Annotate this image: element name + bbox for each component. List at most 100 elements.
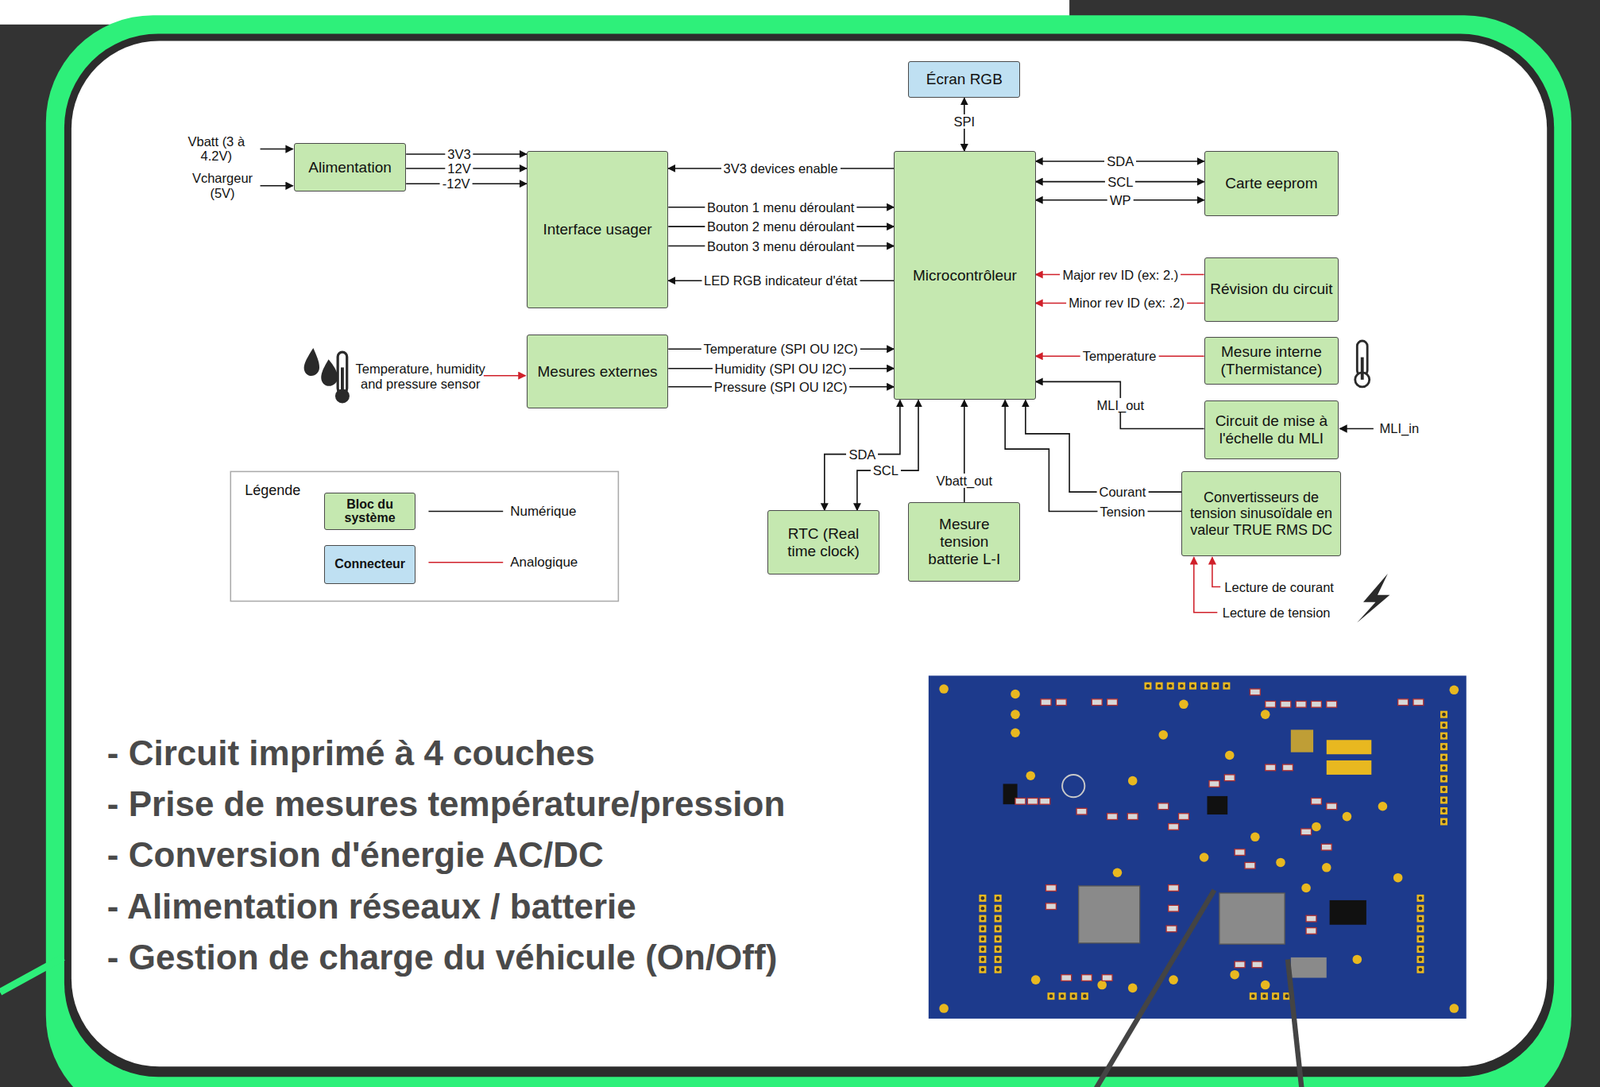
- via: [1321, 862, 1332, 873]
- signal-label: SDA: [1104, 154, 1137, 169]
- node-label: Convertisseurs de tension sinusoïdale en…: [1186, 489, 1335, 539]
- via: [1010, 727, 1021, 738]
- via: [939, 1003, 949, 1013]
- via: [1449, 685, 1460, 696]
- system-block: RTC (Real time clock): [767, 510, 880, 575]
- header-pin: [1440, 753, 1448, 762]
- smd-part: [1283, 764, 1294, 771]
- signal-label: 12V: [444, 161, 473, 176]
- pad: [1326, 760, 1372, 775]
- header-pin: [994, 924, 1002, 932]
- pin-hole: [996, 916, 1001, 921]
- node-label: Mesure interne (Thermistance): [1209, 343, 1334, 379]
- node-label: Révision du circuit: [1209, 280, 1333, 298]
- input-label: MLI_in: [1379, 421, 1420, 437]
- pin-hole: [1441, 744, 1446, 749]
- bullet-text: - Gestion de charge du véhicule (On/Off): [107, 937, 777, 978]
- legend-text: Analogique: [510, 554, 578, 571]
- leader-line: [1093, 889, 1215, 1087]
- signal-label: Minor rev ID (ex: .2): [1066, 295, 1187, 310]
- via: [1352, 954, 1363, 965]
- legend-line-sample: [428, 510, 503, 513]
- via: [1199, 852, 1210, 862]
- header-pin: [1440, 818, 1448, 826]
- pin-hole: [1168, 684, 1173, 688]
- input-label: Lecture de courant: [1224, 579, 1334, 595]
- smd-part: [1306, 915, 1317, 922]
- accent-line: [0, 957, 64, 993]
- smd-part: [1107, 699, 1118, 706]
- header-pin: [1249, 992, 1257, 1000]
- header-pin: [994, 945, 1002, 953]
- pin-hole: [1441, 808, 1446, 813]
- pin-hole: [981, 927, 986, 932]
- smd-part: [1091, 699, 1102, 706]
- smd-part: [1158, 803, 1169, 810]
- pin-hole: [996, 957, 1001, 962]
- legend-swatch: Bloc du système: [324, 492, 415, 530]
- pin-hole: [1418, 946, 1423, 951]
- pin-hole: [981, 936, 986, 941]
- header-pin: [978, 935, 986, 943]
- input-arrow: [260, 185, 294, 187]
- system-block: Mesure tension batterie L-I: [908, 502, 1021, 582]
- header-pin: [1416, 915, 1424, 923]
- pin-hole: [1441, 755, 1446, 760]
- header-pin: [1440, 796, 1448, 804]
- pin-hole: [1179, 684, 1184, 688]
- chip: [1078, 885, 1141, 943]
- smd-part: [1265, 764, 1276, 771]
- pin-hole: [981, 957, 986, 962]
- header-pin: [994, 966, 1002, 974]
- smd-part: [1224, 774, 1235, 781]
- voltage-arrow: [1194, 556, 1218, 612]
- node-label: Écran RGB: [926, 70, 1003, 89]
- pin-hole: [981, 946, 986, 951]
- via: [1301, 883, 1311, 893]
- system-block: Interface usager: [526, 150, 669, 309]
- via: [1128, 983, 1138, 994]
- smd-part: [1326, 700, 1338, 708]
- current-arrow: [1212, 556, 1221, 587]
- via: [1449, 1003, 1460, 1013]
- system-block: Convertisseurs de tension sinusoïdale en…: [1181, 471, 1341, 557]
- via: [1113, 867, 1123, 878]
- via: [1010, 689, 1021, 700]
- thermometer-level: [340, 367, 344, 394]
- signal-label: Temperature: [1080, 348, 1160, 364]
- header-pin: [978, 915, 986, 923]
- pin-hole: [981, 916, 986, 921]
- legend-frame: [230, 471, 619, 601]
- signal-label: SCL: [1105, 174, 1136, 190]
- smd-part: [1295, 700, 1307, 708]
- droplet-icon: [304, 347, 320, 376]
- system-block: Mesures externes: [526, 334, 669, 408]
- header-pin: [994, 915, 1002, 923]
- header-pin: [1416, 924, 1424, 932]
- signal-label: Bouton 3 menu déroulant: [704, 238, 857, 253]
- pin-hole: [1418, 936, 1423, 941]
- header-pin: [1189, 682, 1197, 690]
- smd-part: [1015, 797, 1026, 804]
- digital-connector: [1004, 399, 1182, 511]
- header-pin: [978, 945, 986, 953]
- legend-text: Bloc du système: [328, 497, 411, 526]
- pin-hole: [1284, 993, 1289, 998]
- signal-label: Vbatt_out: [933, 473, 995, 488]
- via: [1260, 709, 1271, 719]
- pin-hole: [1441, 712, 1446, 717]
- system-block: Circuit de mise à l'échelle du MLI: [1204, 400, 1340, 460]
- header-pin: [1440, 764, 1448, 772]
- legend-title: Légende: [244, 481, 301, 499]
- connector-box: Écran RGB: [908, 61, 1021, 98]
- via: [1128, 776, 1138, 786]
- crystal: [1290, 957, 1327, 978]
- via: [1026, 770, 1036, 781]
- pcb-illustration: [928, 675, 1467, 1019]
- signal-label: Tension: [1097, 503, 1148, 518]
- pin-hole: [1441, 819, 1446, 824]
- legend-swatch: Connecteur: [324, 544, 415, 584]
- smd-part: [1055, 699, 1067, 706]
- header-pin: [1416, 894, 1424, 902]
